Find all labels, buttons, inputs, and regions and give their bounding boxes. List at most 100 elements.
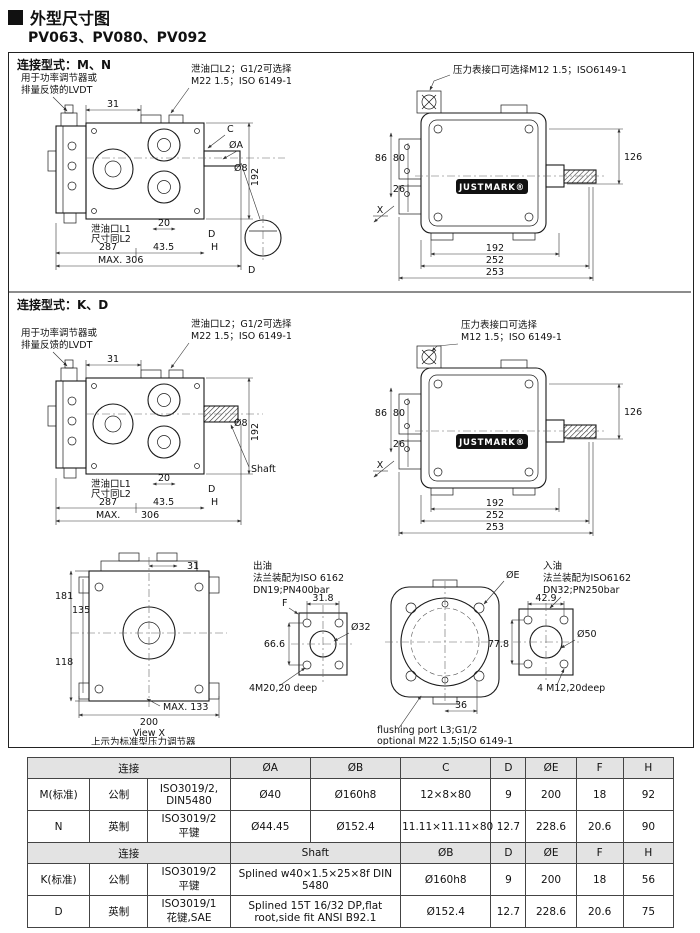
dim-label: 287 bbox=[99, 497, 117, 508]
page-header: 外型尺寸图 bbox=[8, 5, 110, 29]
table-header-cell: ØE bbox=[525, 757, 577, 779]
dim-label: 126 bbox=[624, 407, 642, 418]
drain-port-annotation: 泄油口L2；G1/2可选择 bbox=[191, 318, 292, 330]
mn-side-view: 用于功率调节器或 排量反馈的LVDT 泄油口L2；G1/2可选择 M22 1.5… bbox=[21, 63, 292, 276]
kd-side-view: 用于功率调节器或 排量反馈的LVDT 泄油口L2；G1/2可选择 M22 1.5… bbox=[21, 318, 292, 525]
outlet-annotation: 出油 bbox=[253, 560, 272, 572]
technical-drawing-svg: 连接型式：M、N 连接型式：K、D 用于功率调节器或 排量反馈的LVDT 泄油口… bbox=[9, 57, 691, 745]
side-port-flange bbox=[398, 393, 422, 470]
table-cell: Ø152.4 bbox=[400, 895, 492, 928]
dim-label: 126 bbox=[624, 152, 642, 163]
dim-label: 26 bbox=[393, 439, 405, 450]
table-header-cell: ØB bbox=[400, 842, 492, 864]
table-cell: ISO3019/2 平键 bbox=[147, 810, 231, 843]
dim-label: 181 bbox=[55, 591, 73, 602]
table-header-row: 连接 Shaft ØB D ØE F H bbox=[27, 842, 675, 864]
table-row: M(标准) 公制 ISO3019/2, DIN5480 Ø40 Ø160h8 1… bbox=[26, 778, 675, 811]
table-cell: M(标准) bbox=[26, 778, 91, 811]
dim-label: C bbox=[227, 124, 234, 135]
table-cell: Ø160h8 bbox=[309, 778, 402, 811]
table-header-cell: 连接 bbox=[27, 842, 231, 864]
dim-label: 20 bbox=[158, 218, 170, 229]
table-row: D 英制 ISO3019/1 花键,SAE Splined 15T 16/32 … bbox=[26, 895, 675, 928]
table-row: K(标准) 公制 ISO3019/2 平键 Splined w40×1.5×25… bbox=[26, 863, 675, 896]
lvdt-annotation: 排量反馈的LVDT bbox=[21, 84, 93, 96]
table-cell: 9 bbox=[490, 863, 527, 896]
table-cell: 12.7 bbox=[490, 895, 527, 928]
table-cell: 92 bbox=[622, 778, 675, 811]
dim-label: ØA bbox=[229, 140, 243, 151]
table-header-cell: ØB bbox=[309, 757, 402, 779]
dim-label: Ø8 bbox=[234, 163, 248, 174]
table-cell: Ø160h8 bbox=[400, 863, 492, 896]
kd-front-view: 压力表接口可选择 M12 1.5；ISO 6149-1 bbox=[373, 319, 642, 536]
table-cell: 75 bbox=[622, 895, 675, 928]
dim-label: 43.5 bbox=[153, 242, 174, 253]
drain-port-annotation: 尺寸同L2 bbox=[91, 488, 131, 500]
table-cell: Ø44.45 bbox=[229, 810, 311, 843]
dim-label: 118 bbox=[55, 657, 73, 668]
table-header-cell: H bbox=[622, 842, 675, 864]
dim-label: 31 bbox=[107, 99, 119, 110]
drain-port-annotation: M22 1.5；ISO 6149-1 bbox=[191, 331, 292, 342]
table-cell: ISO3019/2, DIN5480 bbox=[147, 778, 231, 811]
section-label-mn: 连接型式：M、N bbox=[17, 57, 111, 72]
dim-label: 31 bbox=[187, 561, 199, 572]
table-cell: Ø152.4 bbox=[309, 810, 402, 843]
dim-label: F bbox=[282, 598, 287, 609]
table-cell: 11.11×11.11×80 bbox=[400, 810, 493, 843]
gauge-port-fitting bbox=[416, 90, 442, 114]
dim-label: 192 bbox=[250, 423, 261, 441]
dim-label: Ø32 bbox=[351, 622, 371, 633]
dim-label: D bbox=[208, 484, 215, 495]
table-cell: Ø40 bbox=[229, 778, 311, 811]
splined-shaft-front bbox=[545, 419, 597, 443]
pump-housing-front bbox=[420, 359, 547, 496]
table-header-row: 连接 ØA ØB C D ØE F H bbox=[27, 757, 675, 779]
mn-front-view: 压力表接口可选择M12 1.5；ISO6149-1 bbox=[373, 64, 642, 281]
brand-plate: JUSTMARK® bbox=[456, 434, 528, 449]
table-cell: 公制 bbox=[89, 778, 149, 811]
table-cell: 18 bbox=[575, 863, 624, 896]
dim-label: Ø50 bbox=[577, 629, 597, 640]
dim-label: 80 bbox=[393, 408, 405, 419]
dim-label: H bbox=[211, 242, 218, 253]
inlet-flange-view: 入油 法兰装配为ISO6162 DN32;PN250bar 42.9 Ø50 7… bbox=[488, 560, 631, 694]
dim-label: 287 bbox=[99, 242, 117, 253]
drain-port-annotation: 尺寸同L2 bbox=[91, 233, 131, 245]
dim-label: 43.5 bbox=[153, 497, 174, 508]
section-label-kd: 连接型式：K、D bbox=[17, 297, 108, 312]
table-header-cell: D bbox=[490, 842, 527, 864]
table-header-cell: F bbox=[575, 842, 624, 864]
table-cell: 12.7 bbox=[490, 810, 527, 843]
outlet-annotation: 法兰装配为ISO 6162 bbox=[253, 572, 344, 584]
top-view: 181 135 118 31 MAX. 133 200 View X 上示为标准… bbox=[55, 552, 227, 745]
table-cell: 20.6 bbox=[575, 895, 624, 928]
table-cell: 90 bbox=[622, 810, 675, 843]
table-cell: 56 bbox=[622, 863, 675, 896]
drawing-panel: 连接型式：M、N 连接型式：K、D 用于功率调节器或 排量反馈的LVDT 泄油口… bbox=[8, 52, 694, 748]
lvdt-annotation: 排量反馈的LVDT bbox=[21, 339, 93, 351]
dim-label: 4 M12,20deep bbox=[537, 683, 605, 694]
pump-housing-front bbox=[420, 104, 547, 241]
pump-housing-side bbox=[85, 114, 205, 220]
drain-port-annotation: M22 1.5；ISO 6149-1 bbox=[191, 76, 292, 87]
table-header-cell: ØA bbox=[229, 757, 311, 779]
table-cell: D bbox=[26, 895, 91, 928]
table-cell: ISO3019/1 花键,SAE bbox=[147, 895, 231, 928]
table-cell: Splined w40×1.5×25×8f DIN 5480 bbox=[229, 863, 402, 896]
dim-label: 31 bbox=[107, 354, 119, 365]
dim-label: 253 bbox=[486, 522, 504, 533]
brand-label: JUSTMARK® bbox=[458, 183, 525, 193]
section-letter-label: D bbox=[248, 265, 255, 276]
dim-label: 252 bbox=[486, 510, 504, 521]
table-header-cell: H bbox=[622, 757, 675, 779]
dim-label: 192 bbox=[486, 243, 504, 254]
table-header-cell: 连接 bbox=[27, 757, 231, 779]
dim-label: 77.8 bbox=[488, 639, 509, 650]
table-cell: N bbox=[26, 810, 91, 843]
dim-label: 42.9 bbox=[535, 593, 556, 604]
table-cell: 英制 bbox=[89, 810, 149, 843]
dim-label: 26 bbox=[393, 184, 405, 195]
table-cell: 9 bbox=[490, 778, 527, 811]
